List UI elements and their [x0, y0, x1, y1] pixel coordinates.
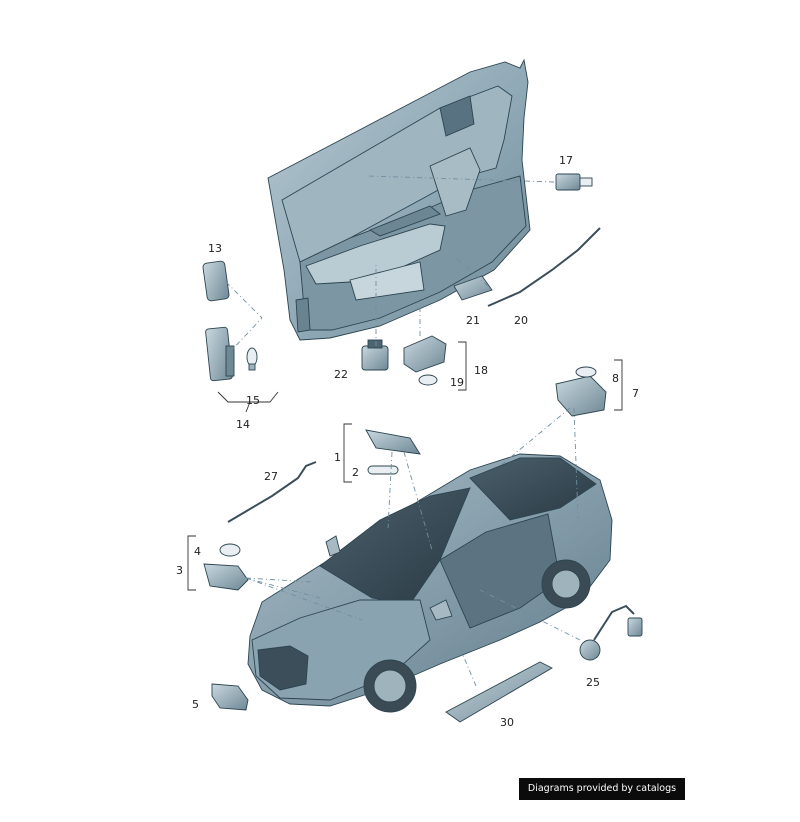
part-antenna-27	[227, 461, 317, 523]
part-cable-20	[487, 227, 601, 307]
door-trim-panel	[267, 58, 531, 341]
callout-brackets	[187, 341, 623, 591]
part-light-18	[403, 335, 447, 373]
part-bulb-19	[418, 374, 438, 386]
callout-1: 1	[334, 451, 341, 464]
leader-lines	[225, 175, 581, 687]
callout-21: 21	[466, 314, 480, 327]
part-light-7	[555, 375, 607, 417]
part-sensor-25	[579, 604, 643, 661]
callout-7: 7	[632, 387, 639, 400]
callout-labels: 13 14 15 17 18 19 20 21 22 7 8 1 2 27 4 …	[176, 154, 639, 729]
part-light-17	[555, 173, 593, 191]
callout-27: 27	[264, 470, 278, 483]
callout-25: 25	[586, 676, 600, 689]
callout-20: 20	[514, 314, 528, 327]
callout-8: 8	[612, 372, 619, 385]
part-sill-trim-30	[445, 661, 553, 723]
callout-3: 3	[176, 564, 183, 577]
part-bulb-2	[367, 465, 399, 475]
part-light-1	[365, 429, 421, 455]
part-bulb-4	[219, 543, 241, 557]
callout-4: 4	[194, 545, 201, 558]
part-door-light	[202, 260, 230, 302]
part-light-3	[203, 563, 249, 591]
callout-30: 30	[500, 716, 514, 729]
callout-22: 22	[334, 368, 348, 381]
parts-diagram: 13 14 15 17 18 19 20 21 22 7 8 1 2 27 4 …	[176, 58, 643, 729]
part-module-5	[211, 683, 249, 711]
callout-14: 14	[236, 418, 250, 431]
callout-18: 18	[474, 364, 488, 377]
car-body	[247, 453, 613, 713]
part-bulb-8	[575, 366, 597, 378]
part-door-light-housing	[205, 326, 235, 382]
callout-13: 13	[208, 242, 222, 255]
callout-5: 5	[192, 698, 199, 711]
callout-2: 2	[352, 466, 359, 479]
callout-15: 15	[246, 394, 260, 407]
callout-19: 19	[450, 376, 464, 389]
part-switch-22	[361, 339, 389, 371]
callout-17: 17	[559, 154, 573, 167]
credit-banner: Diagrams provided by catalogs parts	[519, 778, 685, 816]
part-bulb-15	[246, 347, 258, 371]
part-switch-21	[453, 275, 493, 301]
